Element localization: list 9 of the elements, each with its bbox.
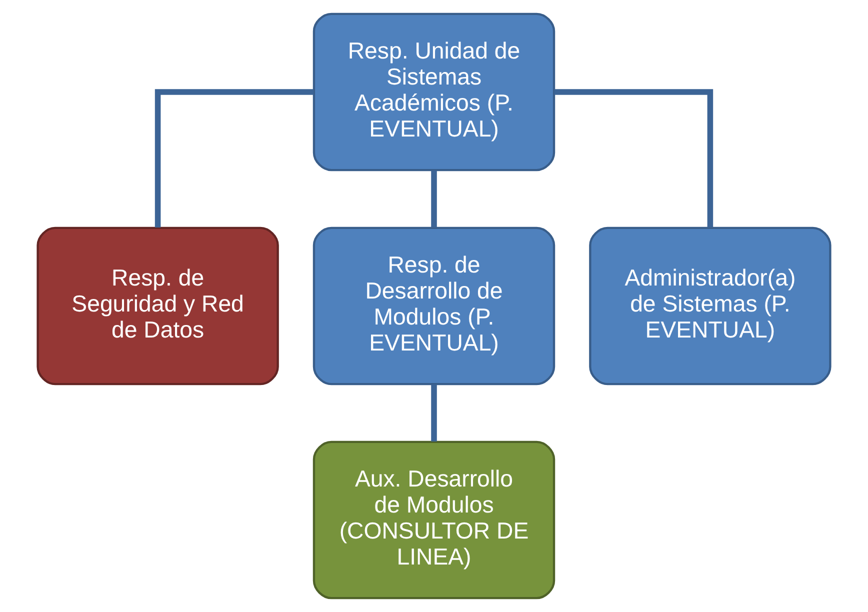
node-box: Resp. de Desarrollo de Modulos (P. EVENTUAL) bbox=[312, 226, 556, 386]
node-box: Aux. Desarrollo de Modulos (CONSULTOR DE LINEA) bbox=[312, 440, 556, 600]
node-box: Resp. de Seguridad y Red de Datos bbox=[36, 226, 279, 386]
node-box: Administrador(a) de Sistemas (P. EVENTUAL) bbox=[589, 226, 832, 386]
connector bbox=[431, 170, 437, 228]
connector bbox=[554, 89, 714, 228]
node-box: Resp. Unidad de Sistemas Académicos (P. EVENTUAL) bbox=[312, 12, 556, 172]
connector bbox=[154, 89, 314, 228]
connector bbox=[431, 384, 437, 442]
